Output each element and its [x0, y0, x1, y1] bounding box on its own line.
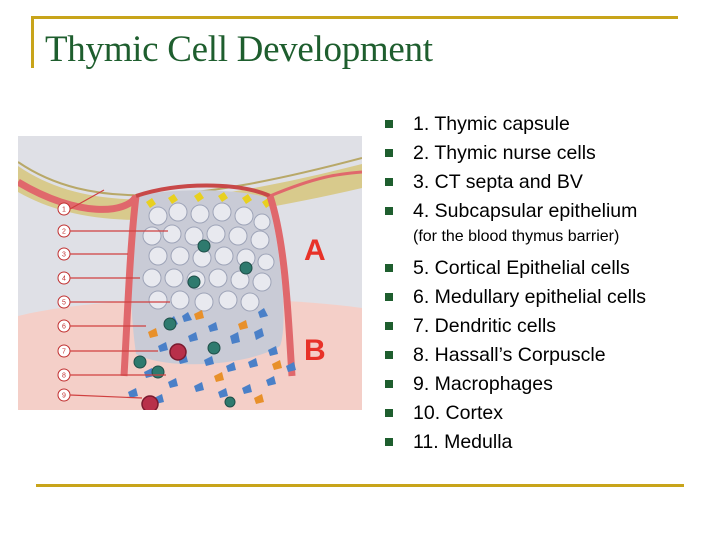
bullet-square-icon	[385, 322, 393, 330]
list-item: 3. CT septa and BV	[385, 170, 715, 199]
list-item-note: (for the blood thymus barrier)	[385, 228, 715, 253]
list-item: 5. Cortical Epithelial cells	[385, 253, 715, 282]
slide-title: Thymic Cell Development	[45, 28, 433, 71]
list-item-text: 3. CT septa and BV	[413, 171, 583, 194]
bullet-square-icon	[385, 293, 393, 301]
bullet-square-icon	[385, 438, 393, 446]
callout-3: 3	[62, 252, 66, 259]
list-item-text: 1. Thymic capsule	[413, 113, 570, 136]
region-label-b: B	[304, 334, 326, 367]
legend-bullet-list: 1. Thymic capsule 2. Thymic nurse cells …	[385, 112, 715, 456]
list-item-text: 11. Medulla	[413, 431, 512, 454]
bullet-square-icon	[385, 351, 393, 359]
callout-1: 1	[62, 207, 66, 214]
list-item-text: 8. Hassall’s Corpuscle	[413, 344, 606, 367]
list-item-text: 5. Cortical Epithelial cells	[413, 257, 630, 280]
frame-top-line	[31, 16, 678, 19]
frame-bottom-line	[36, 484, 684, 487]
callout-2: 2	[62, 229, 66, 236]
list-item-text: 4. Subcapsular epithelium	[413, 200, 637, 223]
list-item: 9. Macrophages	[385, 369, 715, 398]
callout-8: 8	[62, 373, 66, 380]
bullet-square-icon	[385, 207, 393, 215]
thymus-diagram: 1 2 3 4 5 6 7 8 9 A B	[18, 136, 362, 410]
bullet-square-icon	[385, 149, 393, 157]
list-item-text: 9. Macrophages	[413, 373, 553, 396]
callout-4: 4	[62, 276, 66, 283]
list-item: 8. Hassall’s Corpuscle	[385, 340, 715, 369]
list-item-text: 7. Dendritic cells	[413, 315, 556, 338]
callout-6: 6	[62, 324, 66, 331]
list-item: 11. Medulla	[385, 427, 715, 456]
list-item-text: 10. Cortex	[413, 402, 503, 425]
list-item: 1. Thymic capsule	[385, 112, 715, 141]
bullet-square-icon	[385, 120, 393, 128]
list-item-text: 6. Medullary epithelial cells	[413, 286, 646, 309]
region-label-a: A	[304, 234, 326, 267]
bullet-square-icon	[385, 409, 393, 417]
list-item-text: 2. Thymic nurse cells	[413, 142, 596, 165]
list-item: 7. Dendritic cells	[385, 311, 715, 340]
list-note-text: (for the blood thymus barrier)	[413, 228, 619, 246]
list-item: 6. Medullary epithelial cells	[385, 282, 715, 311]
callout-9: 9	[62, 393, 66, 400]
bullet-square-icon	[385, 264, 393, 272]
bullet-square-icon	[385, 178, 393, 186]
callout-5: 5	[62, 300, 66, 307]
callout-7: 7	[62, 349, 66, 356]
frame-left-line	[31, 16, 34, 68]
list-item: 4. Subcapsular epithelium	[385, 199, 715, 228]
bullet-square-icon	[385, 380, 393, 388]
list-item: 2. Thymic nurse cells	[385, 141, 715, 170]
list-item: 10. Cortex	[385, 398, 715, 427]
